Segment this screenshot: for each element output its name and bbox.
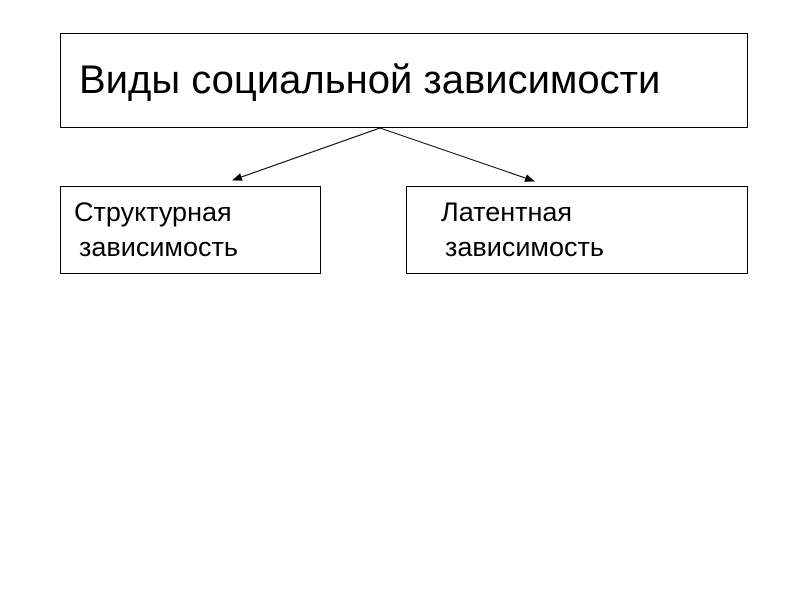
structural-dependence-box: Структурная зависимость xyxy=(60,186,321,274)
title-box: Виды социальной зависимости xyxy=(60,33,748,128)
structural-label-line1: Структурная xyxy=(74,197,232,227)
arrow-to-structural xyxy=(232,127,381,181)
diagram-title: Виды социальной зависимости xyxy=(79,58,661,102)
latent-label-line2: зависимость xyxy=(445,232,604,262)
latent-label-line1: Латентная xyxy=(441,197,573,227)
structural-label-line2: зависимость xyxy=(79,232,238,262)
latent-dependence-box: Латентная зависимость xyxy=(406,186,748,274)
arrow-to-latent xyxy=(379,127,535,182)
